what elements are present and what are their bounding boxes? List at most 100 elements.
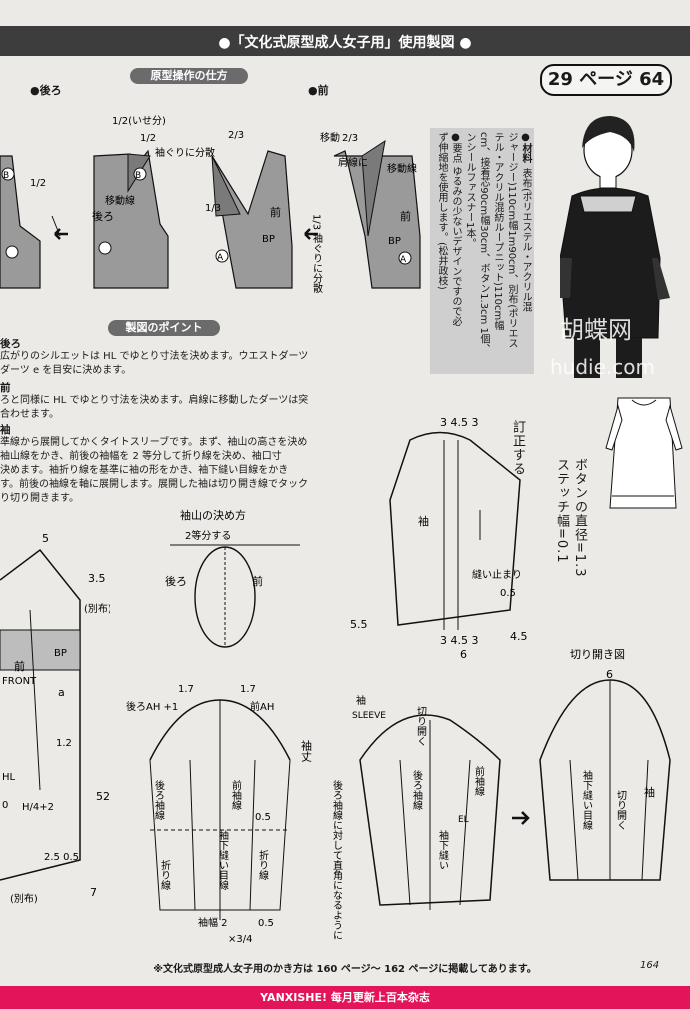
expand-perp: 後ろ袖線に対して直角になるようにかく (331, 779, 343, 940)
pattern-ops-diagram: B B A A 1/2(いせ分) 1/2 袖ぐりに分散 移動線 後ろ 1/2 2… (0, 115, 421, 294)
model-illustration (560, 116, 683, 509)
point-sleeve-line-0: 準線から展開してかくタイトスリーブです。まず、袖山の高さを決め (0, 437, 308, 448)
sleeve-front-line: 前袖線 (230, 779, 242, 810)
front-heading: ●前 (308, 84, 329, 97)
drafting-points-heading: 製図のポイント (108, 320, 220, 336)
back-label-4: 後ろ (92, 209, 114, 223)
point-front-head: 前 (0, 382, 11, 394)
sleeve-top-label: 袖 (418, 514, 429, 528)
sleeve-x34: ×3/4 (228, 934, 252, 945)
sleeve-cap-back: 後ろ (165, 574, 187, 588)
sleeve-d6: 6 (460, 648, 467, 660)
front-d52: 52 (96, 790, 110, 803)
front-hl: HL (2, 772, 16, 783)
button-diameter-note: ボタンの直径=1.3 (572, 458, 587, 578)
stitch-width-note: ステッチ幅=0.1 (554, 458, 569, 564)
back-label-2: 袖ぐりに分散 (155, 146, 215, 159)
sleeve-length: 袖丈 (300, 739, 313, 763)
expand-under-seam: 袖下縫い (437, 829, 449, 870)
materials-col-0: 表布(ポリエステル・アクリル混 (520, 168, 531, 312)
materials-col-6: ず伸縮地を使用します。(松井政枝) (436, 132, 447, 290)
front-d35: 3.5 (88, 572, 106, 585)
pattern-ops-heading: 原型操作の仕方 (130, 68, 248, 84)
expand-sleeve-en: SLEEVE (352, 711, 386, 721)
back-label-3: 移動線 (105, 194, 135, 207)
page-reference-badge: 29 ページ 64 (540, 64, 672, 96)
front-label: 前 (14, 659, 25, 673)
marker-b-1: B (3, 171, 9, 181)
materials-title: ●材料 (520, 132, 531, 163)
sleeve-front-ah: 前AH (250, 700, 274, 713)
cut-view-under-seam: 袖下縫い目線 (581, 769, 593, 830)
marker-a-1: A (217, 253, 224, 263)
sleeve-fold2: 折り線 (257, 849, 269, 880)
sleeve-cap-title: 袖山の決め方 (180, 508, 246, 522)
front-label-1: 1/3 (205, 203, 221, 214)
front-label-7: 移動線 (387, 162, 417, 175)
materials-col-1: ジャージー)110cm幅1m90cm、別布(ポリエス (506, 132, 517, 349)
front-bp: BP (54, 648, 67, 659)
marker-a-2: A (400, 255, 407, 265)
expand-front-line: 前袖線 (473, 765, 485, 796)
footnote: ※文化式原型成人女子用のかき方は 160 ページ～ 162 ページに掲載してあり… (153, 964, 537, 975)
front-label-10: 1/3 袖ぐりに分散 (311, 214, 323, 294)
point-back-head: 後ろ (0, 338, 21, 350)
header-bar: ●「文化式原型成人女子用」使用製図 ● (0, 26, 690, 56)
front-betsununo: (別布) (84, 603, 110, 615)
front-d12: 1.2 (56, 738, 72, 749)
cut-view-diagram: 切り開き図 6 袖 袖下縫い目線 切り開く (539, 648, 671, 881)
point-front-line-1: 合わせます。 (0, 409, 59, 420)
cut-view-sleeve: 袖 (644, 785, 655, 799)
sleeve-bottom-dims: 3 4.5 3 (440, 634, 478, 647)
page-number: 164 (640, 960, 660, 971)
sleeve-d05: 0.5 (255, 812, 271, 823)
point-back-line-1: ダーツ e を目安に決めます。 (0, 365, 132, 376)
front-label-4: 移動 (320, 131, 340, 144)
sleeve-draft-diagram: 後ろAH +1 前AH 1.7 1.7 後ろ袖線 折り線 前袖線 袖下縫い目線 … (126, 684, 313, 945)
point-front-line-0: ろと同様に HL でゆとり寸法を決めます。肩線に移動したダーツは突 (0, 395, 309, 406)
page-title: ●「文化式原型成人女子用」使用製図 ● (218, 35, 472, 51)
sleeve-back-ah: 後ろAH +1 (126, 700, 178, 713)
expand-back-line: 後ろ袖線 (411, 769, 423, 810)
front-label-8: 前 (400, 209, 411, 223)
watermark-en: hudie.com (550, 355, 655, 379)
point-sleeve-line-1: 袖山線をかき、前後の袖幅を 2 等分して折り線を決め、袖口寸 (0, 451, 282, 462)
sleeve-top-dims: 3 4.5 3 (440, 416, 478, 429)
front-d2505: 2.5 0.5 (44, 852, 79, 863)
front-label-0: 2/3 (228, 130, 244, 141)
magazine-banner: YANXISHE! 每月更新上百本杂志 (0, 986, 690, 1009)
sleeve-d05: 0.5 (500, 588, 516, 599)
sleeve-d17a: 1.7 (178, 684, 194, 695)
point-sleeve-line-3: す。前後の袖線を軸に展開します。展開した袖は切り開き線でタック (0, 479, 308, 490)
sleeve-cap-split: 2等分する (185, 529, 231, 542)
sleeve-d45: 4.5 (510, 630, 528, 643)
sleeve-cuff: 袖幅 2 (198, 916, 228, 929)
back-label-5: 1/2 (30, 178, 46, 189)
sleeve-expand-diagram: 袖 SLEEVE 切り開く 後ろ袖線 前袖線 EL 袖下縫い 後ろ袖線に対して直… (331, 694, 501, 940)
sleeve-d55: 5.5 (350, 618, 368, 631)
sleeve-seam-stop: 縫い止まり (472, 568, 522, 581)
watermark-cn: 胡蝶网 (560, 316, 632, 344)
front-label-en: FRONT (2, 676, 37, 687)
point-sleeve-line-4: り切り開きます。 (0, 493, 79, 504)
front-body-diagram: 5 3.5 (別布) 前 FRONT BP a 1.2 HL H/4+2 52 … (0, 532, 110, 905)
point-back-line-0: 広がりのシルエットは HL でゆとり寸法を決めます。ウエストダーツ (0, 351, 309, 362)
cut-view-title: 切り開き図 (570, 648, 625, 661)
front-d0: 0 (2, 800, 8, 811)
front-d7: 7 (90, 886, 97, 899)
sleeve-back-line: 後ろ袖線 (153, 779, 165, 820)
expand-el: EL (458, 815, 469, 825)
sleeve-cap-front: 前 (252, 574, 263, 588)
sleeve-cap-diagram: 袖山の決め方 2等分する 後ろ 前 (165, 508, 300, 648)
materials-col-3: cm、接着芯90cm幅30cm、ボタン1.3cm 1個、 (478, 132, 489, 354)
expand-cut-open: 切り開く (415, 706, 427, 746)
front-h4: H/4+2 (22, 802, 54, 813)
front-label-2: 前 (270, 205, 281, 219)
point-sleeve-head: 袖 (0, 424, 11, 436)
front-bottom-bet: (別布) (10, 893, 38, 905)
marker-b-2: B (135, 171, 141, 181)
correct-note: 訂正する (510, 420, 525, 476)
sleeve-d05b: 0.5 (258, 918, 274, 929)
materials-col-2: テル・アクリル混紡ループニット)110cm幅 (492, 132, 503, 331)
